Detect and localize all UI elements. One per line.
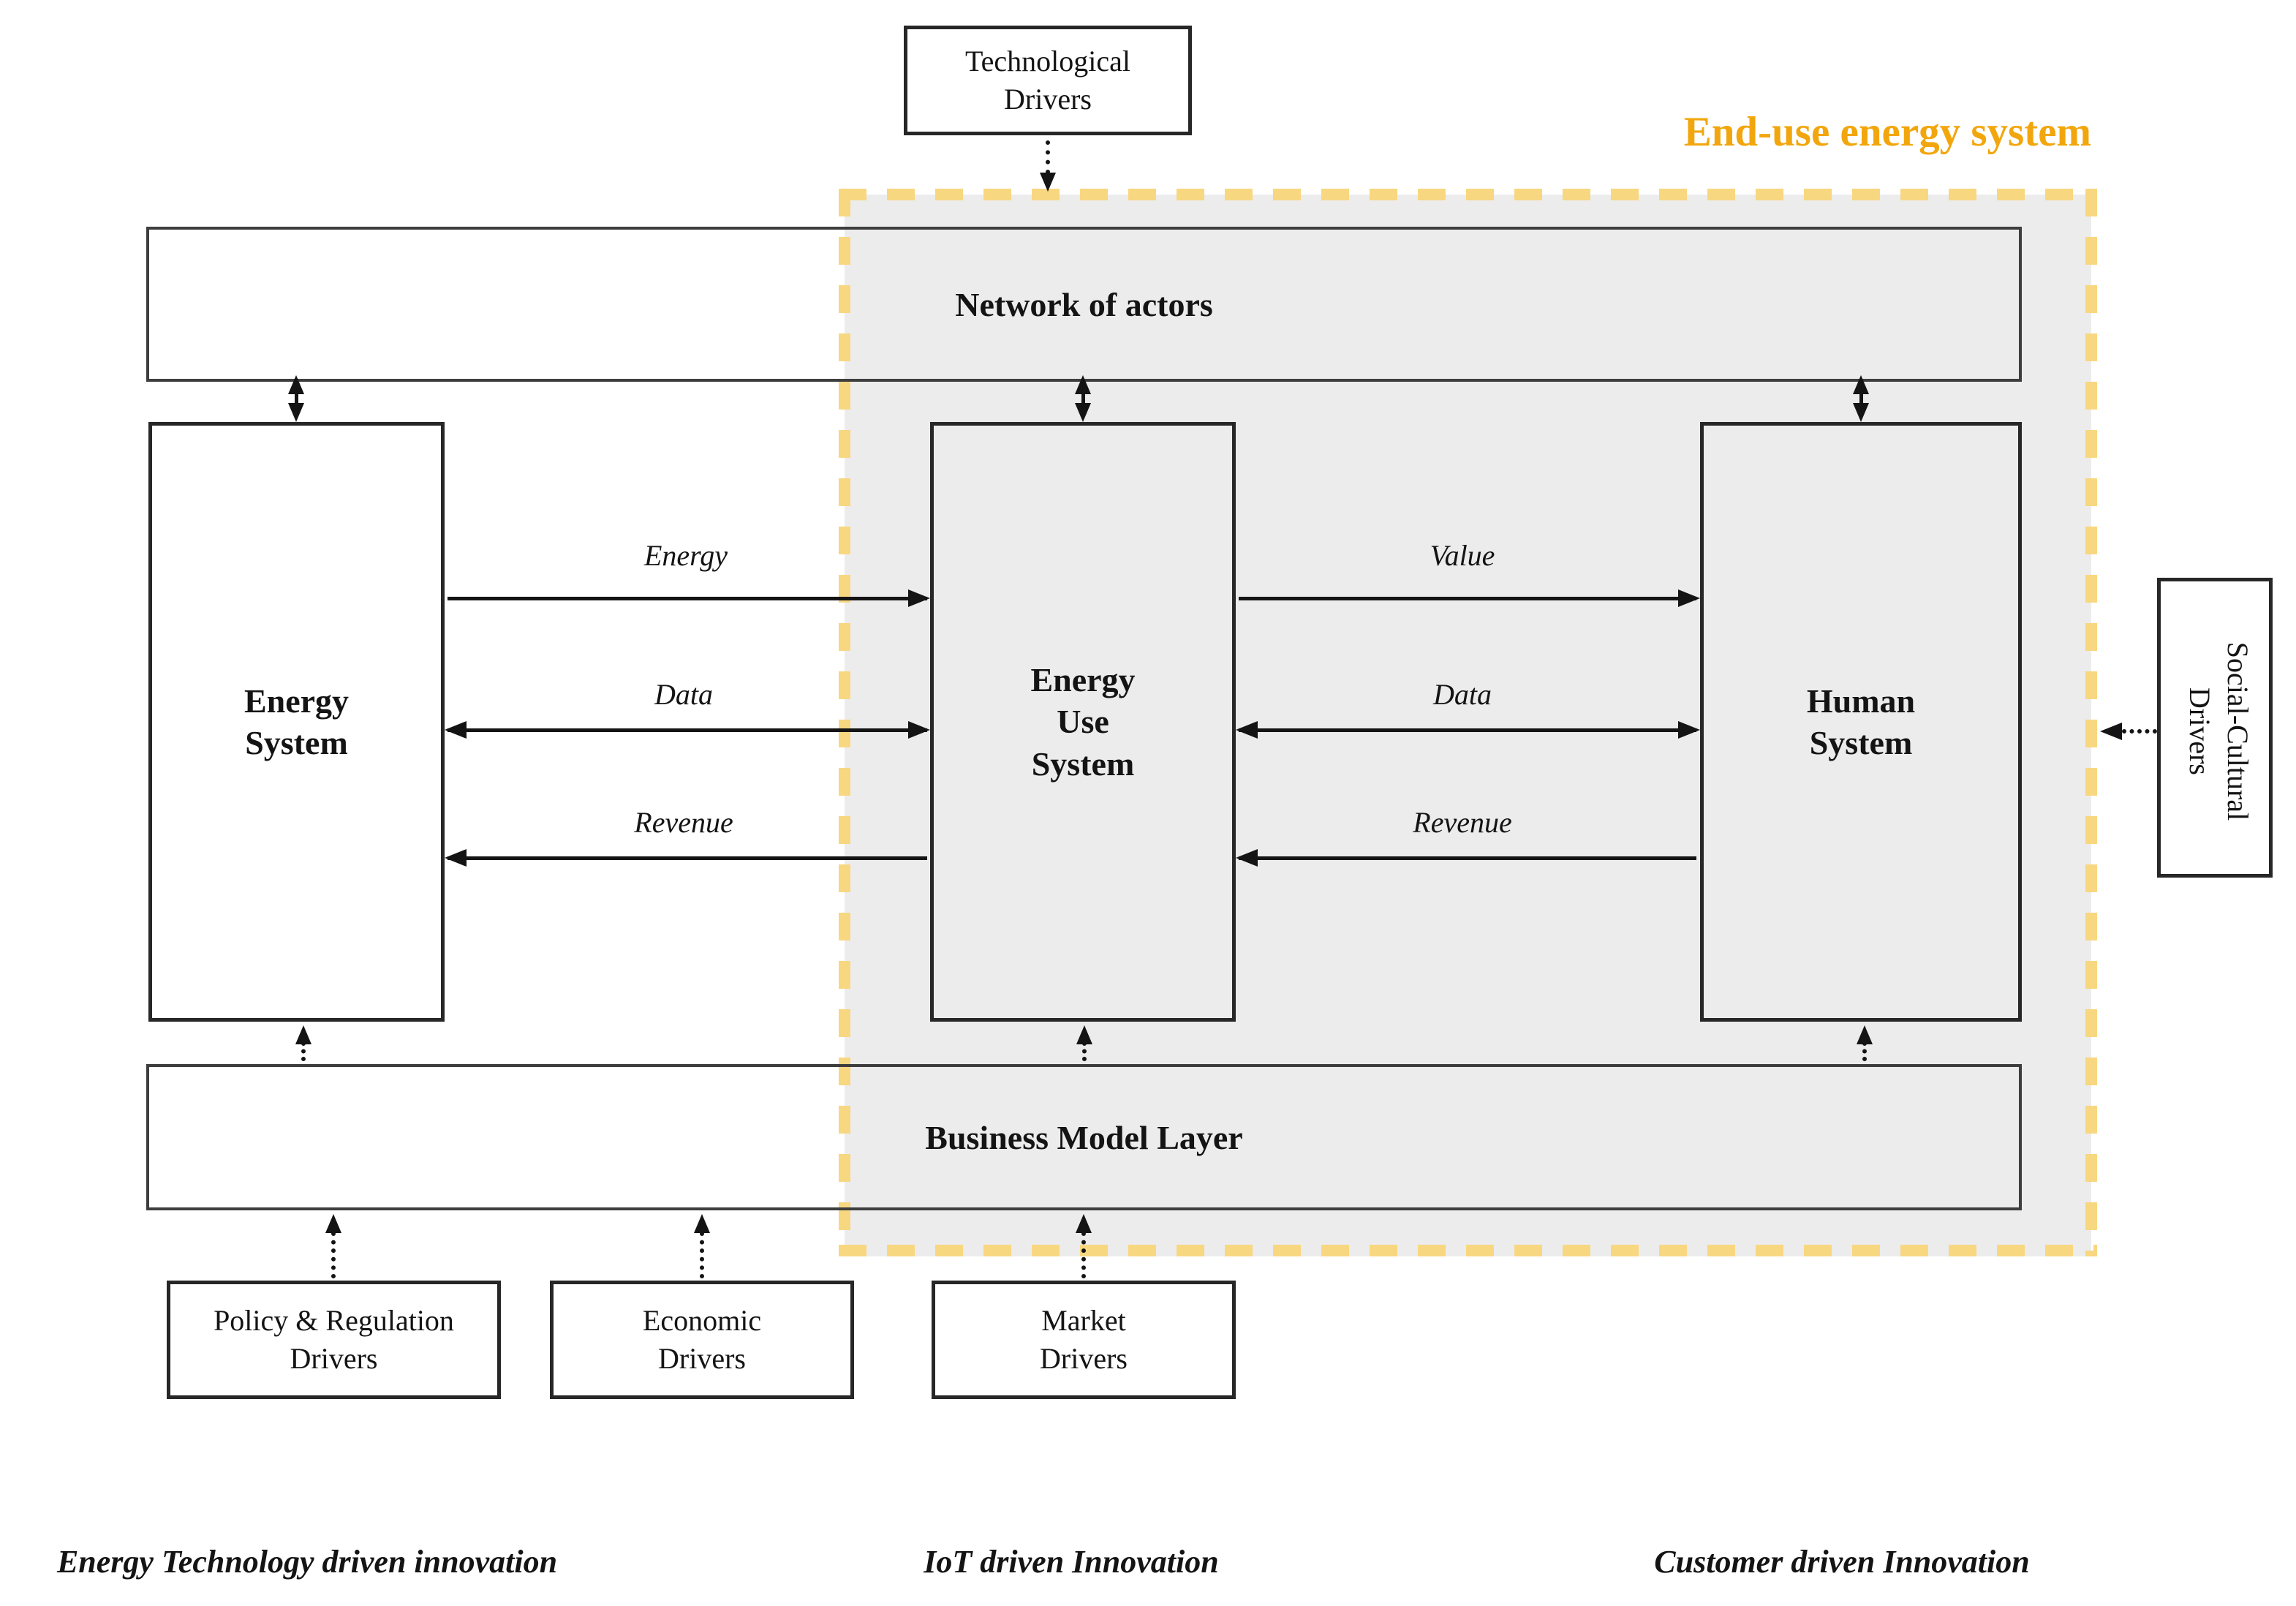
bml-human-arrow [1862, 1041, 1867, 1061]
arrowhead-right-icon [908, 589, 930, 607]
business-model-layer: Business Model Layer [146, 1064, 2022, 1210]
social-cultural-drivers-arrow [2122, 729, 2157, 734]
energy-flow-arrow [448, 597, 927, 600]
arrowhead-up-icon [288, 375, 304, 394]
social-cultural-drivers-label: Social-Cultural Drivers [2183, 641, 2254, 821]
bml-energy-arrow [301, 1041, 306, 1061]
value-flow-label: Value [1430, 539, 1495, 572]
arrowhead-left-icon [2100, 723, 2122, 740]
arrowhead-up-icon [1853, 375, 1869, 394]
bml-energy-use-arrow [1082, 1041, 1087, 1061]
end-use-zone [845, 195, 2091, 1256]
market-drivers-box: Market Drivers [932, 1281, 1236, 1399]
end-use-zone-title: End-use energy system [1683, 109, 2091, 155]
arrowhead-down-icon [1075, 403, 1091, 422]
energy-flow-label: Energy [643, 539, 728, 572]
human-system-box: Human System [1700, 422, 2022, 1022]
technological-drivers-arrow [1046, 140, 1050, 174]
arrowhead-down-icon [1853, 403, 1869, 422]
policy-regulation-drivers-box: Policy & Regulation Drivers [167, 1281, 501, 1399]
arrowhead-up-icon [325, 1214, 341, 1233]
technological-drivers-box: Technological Drivers [904, 26, 1192, 135]
social-cultural-drivers-rotated: Social-Cultural Drivers [2161, 581, 2276, 881]
network-of-actors-label: Network of actors [955, 285, 1213, 323]
end-use-dashed-border-left [839, 189, 850, 1256]
technological-drivers-label: Technological Drivers [965, 45, 1130, 116]
footnote-iot: IoT driven Innovation [924, 1544, 1219, 1580]
network-human-connector [1859, 381, 1863, 416]
arrowhead-right-icon [1678, 721, 1700, 739]
energy-system-box: Energy System [148, 422, 445, 1022]
arrowhead-up-icon [694, 1214, 710, 1233]
policy-regulation-drivers-label: Policy & Regulation Drivers [214, 1304, 454, 1375]
economic-drivers-box: Economic Drivers [550, 1281, 854, 1399]
market-drivers-label: Market Drivers [1040, 1304, 1128, 1375]
arrowhead-left-icon [1236, 849, 1258, 867]
network-of-actors-layer: Network of actors [146, 227, 2022, 382]
arrowhead-down-icon [1040, 173, 1056, 192]
social-cultural-drivers-box: Social-Cultural Drivers [2157, 578, 2273, 878]
arrowhead-up-icon [295, 1025, 311, 1044]
revenue-flow-label-right: Revenue [1413, 806, 1512, 839]
arrowhead-left-icon [445, 721, 467, 739]
value-flow-arrow [1239, 597, 1696, 600]
data-flow-label-right: Data [1433, 678, 1492, 711]
footnote-energy-technology: Energy Technology driven innovation [56, 1544, 558, 1580]
data-flow-arrow-left [448, 728, 927, 732]
end-use-dashed-border-bottom [839, 1245, 2097, 1256]
arrowhead-up-icon [1076, 1025, 1092, 1044]
arrowhead-down-icon [288, 403, 304, 422]
revenue-flow-arrow-right [1239, 856, 1696, 860]
revenue-flow-label-left: Revenue [634, 806, 733, 839]
energy-system-label: Energy System [243, 682, 350, 762]
policy-drivers-arrow [331, 1232, 336, 1278]
business-model-layer-label: Business Model Layer [925, 1118, 1243, 1156]
arrowhead-up-icon [1857, 1025, 1873, 1044]
footnote-customer: Customer driven Innovation [1654, 1544, 2030, 1580]
economic-drivers-arrow [700, 1232, 704, 1278]
end-use-dashed-border-right [2085, 189, 2097, 1256]
economic-drivers-label: Economic Drivers [642, 1304, 762, 1375]
data-flow-label-left: Data [654, 678, 713, 711]
arrowhead-left-icon [1236, 721, 1258, 739]
arrowhead-right-icon [908, 721, 930, 739]
energy-use-system-box: Energy Use System [930, 422, 1236, 1022]
arrowhead-up-icon [1076, 1214, 1092, 1233]
arrowhead-left-icon [445, 849, 467, 867]
data-flow-arrow-right [1239, 728, 1696, 732]
end-use-dashed-border-top [839, 189, 2097, 200]
energy-use-system-label: Energy Use System [1030, 660, 1136, 783]
network-energy-use-connector [1081, 381, 1085, 416]
arrowhead-up-icon [1075, 375, 1091, 394]
arrowhead-right-icon [1678, 589, 1700, 607]
network-energy-connector [295, 381, 298, 416]
market-drivers-arrow [1081, 1232, 1086, 1278]
human-system-label: Human System [1806, 682, 1916, 762]
revenue-flow-arrow-left [448, 856, 927, 860]
